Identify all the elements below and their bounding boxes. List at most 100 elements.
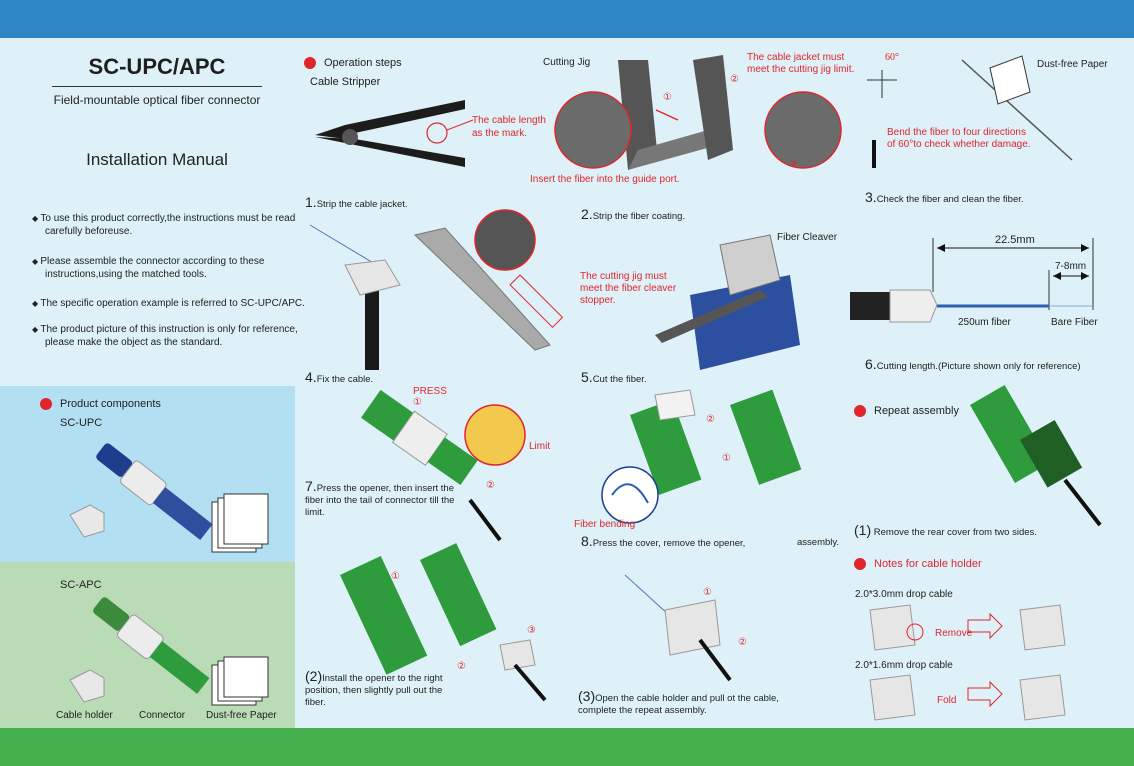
apc-label: SC-APC [60, 579, 102, 591]
connector-left-shape [339, 555, 428, 675]
bullet-dot-icon [854, 405, 866, 418]
fiber-250-label: 250um fiber [958, 317, 1011, 328]
cleaver-jig-shape [655, 290, 768, 343]
note-4: The product picture of this instruction … [32, 323, 307, 349]
stripper-handle-top [315, 100, 465, 139]
step-number: 3. [865, 189, 877, 205]
fiber-line-shape [961, 59, 1073, 161]
step-text: Check the fiber and clean the fiber. [876, 194, 1024, 205]
cable-stripper-image [315, 100, 474, 167]
insert-guide-note: Insert the fiber into the guide port. [530, 174, 680, 185]
apc-body-shape [149, 641, 210, 694]
jig-tray-shape [413, 227, 551, 351]
connector-body-shape [361, 389, 414, 441]
install-step-2-badge: ② [457, 661, 466, 672]
cable-shape [365, 280, 379, 370]
step-text: Press the cover, remove the opener, [592, 538, 746, 549]
operation-heading: Operation steps [304, 57, 402, 70]
step-number: 8. [581, 533, 593, 549]
upc-holder-shape [69, 504, 105, 538]
bullet-dot-icon [854, 558, 866, 571]
apc-boot-shape [93, 597, 130, 631]
holder-remove-shape [869, 604, 916, 651]
upc-label: SC-UPC [60, 417, 103, 429]
connector-rear-shape [427, 437, 478, 485]
step-4: 4.Fix the cable. [305, 369, 373, 385]
step-7: 7.Press the opener, then insert the fibe… [305, 478, 470, 519]
upc-paper-shape-3 [223, 493, 269, 545]
step-number: 6. [865, 356, 877, 372]
step-text: Fix the cable. [316, 374, 374, 385]
jig-base-shape [628, 130, 718, 170]
components-heading: Product components [40, 398, 161, 411]
upc-connector-image [69, 443, 269, 553]
holder-notes-heading-text: Notes for cable holder [874, 558, 982, 570]
step-text: Cut the fiber. [592, 374, 647, 385]
remove-rear-cover-image [970, 385, 1102, 527]
holder-shape [664, 599, 721, 656]
step-1: 1.Strip the cable jacket. [305, 194, 408, 210]
note-3: The specific operation example is referr… [32, 297, 307, 310]
apc-opener-shape [117, 614, 164, 660]
jig-step-1-badge: ① [663, 92, 672, 103]
fold-label: Fold [937, 695, 957, 706]
step-text: Remove the rear cover from two sides. [873, 527, 1037, 538]
apc-paper-shape-3 [223, 656, 269, 698]
step-text: Cutting length.(Picture shown only for r… [876, 361, 1081, 372]
jig-zoom-circle-right [764, 91, 842, 169]
tray-mark-rect [509, 274, 564, 329]
step-r2: (2)Install the opener to the right posit… [305, 668, 465, 709]
incoming-cable-shape [468, 498, 502, 542]
step-number: 7. [305, 478, 317, 494]
upc-body-shape [152, 487, 213, 540]
fiber-cleaver-image [655, 234, 800, 370]
jig-lid-closed-shape [693, 55, 733, 160]
tray-zoom-circle [474, 209, 536, 271]
page-title: SC-UPC/APC [88, 54, 226, 79]
press-label: PRESS [413, 386, 447, 397]
cutting-jig-image [554, 55, 842, 170]
jig-zoom-circle-left [554, 91, 632, 169]
step-8: 8.Press the cover, remove the opener, [581, 533, 745, 549]
dim-total-label: 22.5mm [995, 234, 1035, 246]
fiber-stub-shape [872, 140, 876, 168]
repeat-heading: Repeat assembly [854, 405, 959, 418]
manual-heading: Installation Manual [86, 150, 228, 169]
fold-arrow-icon [967, 680, 1003, 708]
jacket-meet-note: The cable jacket must meet the cutting j… [747, 52, 855, 75]
open-step-2-badge: ② [738, 637, 747, 648]
connector-right-shape [730, 389, 802, 485]
step-number: (1) [854, 522, 872, 538]
step-3: 3.Check the fiber and clean the fiber. [865, 189, 1024, 205]
fiber-check-image [867, 55, 1073, 168]
operation-heading-text: Operation steps [324, 57, 402, 69]
jig-meet-note: The cutting jig must meet the fiber clea… [580, 271, 677, 306]
bullet-dot-icon [304, 57, 316, 70]
bare-fiber-label: Bare Fiber [1051, 317, 1098, 328]
holder-notes-heading: Notes for cable holder [854, 558, 982, 571]
cover-step-1-badge: ① [722, 453, 731, 464]
open-step-1-badge: ① [703, 587, 712, 598]
dim-bare-arrowheads [1053, 272, 1089, 280]
cable-end-shape [850, 292, 890, 320]
fix-cable-image [309, 209, 564, 370]
cutting-jig-label: Cutting Jig [543, 57, 591, 68]
fiber-cleaver-label: Fiber Cleaver [777, 232, 838, 243]
fiber-bending-circle [601, 466, 659, 524]
upc-opener-shape [120, 460, 167, 506]
step-text: Install the opener to the right position… [305, 673, 443, 708]
cleaver-lid-shape [719, 234, 781, 296]
note-1: To use this product correctly,the instru… [32, 212, 307, 238]
cable-shape [513, 663, 547, 702]
limit-label: Limit [529, 441, 551, 452]
angle-label: 60° [885, 52, 899, 63]
step-number: (2) [305, 668, 323, 684]
stripper-pointer-line [446, 119, 474, 131]
open-holder-image [624, 574, 732, 682]
holder-removed-shape [1019, 604, 1066, 651]
dust-free-paper-shape [989, 55, 1031, 105]
components-heading-text: Product components [60, 398, 161, 410]
step-text: Open the cable holder and pull ot the ca… [578, 693, 779, 716]
step-number: (3) [578, 688, 596, 704]
limit-zoom-circle [464, 404, 526, 466]
